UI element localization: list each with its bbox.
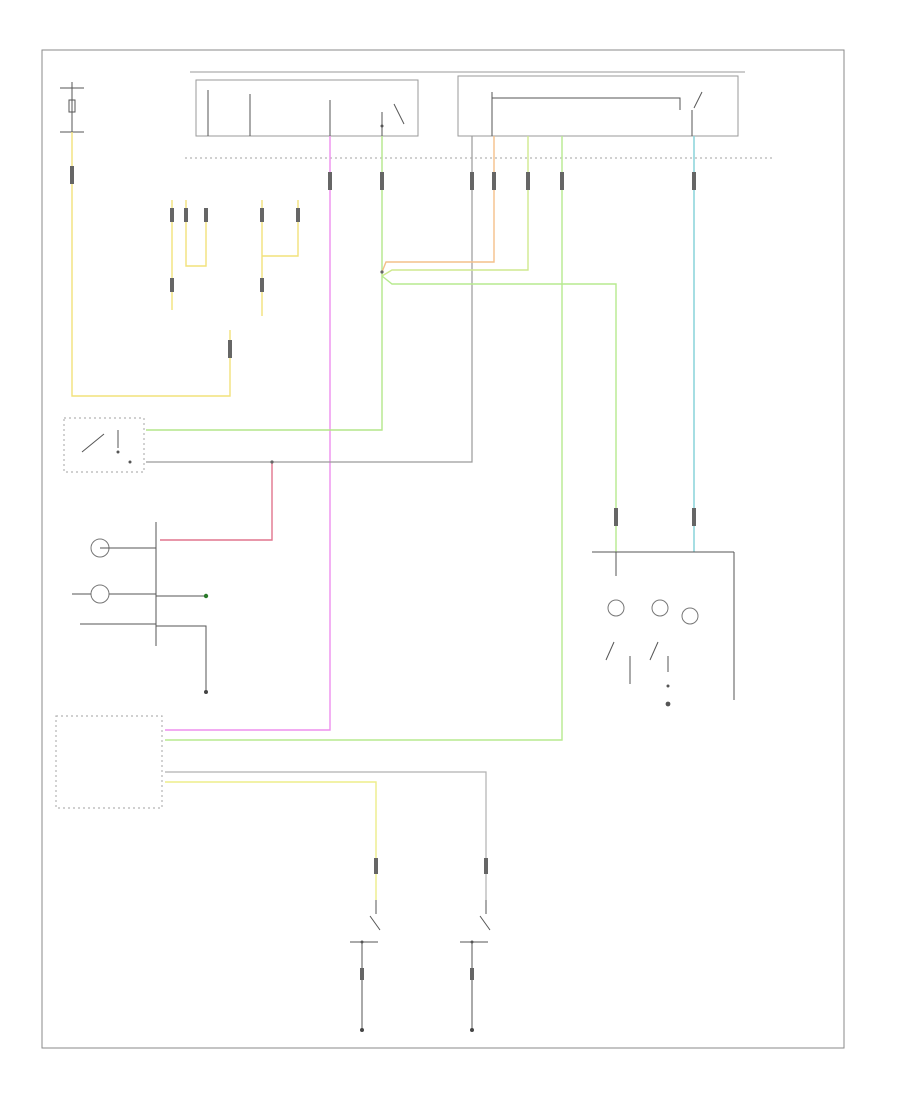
lamp-symbol-2	[651, 599, 669, 617]
wire-gray-door	[165, 771, 487, 900]
lamp-switch-assembly	[592, 551, 735, 707]
wire-green-1	[146, 136, 383, 431]
diagram-frame	[41, 49, 845, 1049]
instrument-cluster	[72, 522, 209, 694]
multifunction-switch	[457, 75, 739, 137]
lamp-symbol-3	[681, 607, 699, 625]
wire-pink	[165, 136, 331, 731]
wire-lgreen	[381, 136, 529, 277]
connector-b	[261, 200, 299, 316]
wire-green-branch	[381, 275, 617, 552]
wire-orange	[381, 136, 495, 273]
fuse-block	[60, 82, 84, 133]
wire-yellow-fuse	[71, 132, 231, 397]
connector-a	[171, 200, 207, 310]
wire-yellow-door	[165, 781, 377, 900]
wire-green-2	[165, 136, 563, 741]
lamp-symbol-1	[607, 599, 625, 617]
module	[55, 715, 163, 809]
wires	[71, 132, 695, 900]
lamp-2-symbol	[90, 584, 110, 604]
headlamp-switch	[195, 79, 419, 137]
wire-red	[160, 462, 273, 541]
door-switch-left	[350, 900, 381, 1032]
door-switch-right	[460, 900, 491, 1032]
wire-gray	[146, 136, 473, 463]
warning-switch	[63, 417, 145, 473]
wire-connectors	[70, 166, 696, 874]
